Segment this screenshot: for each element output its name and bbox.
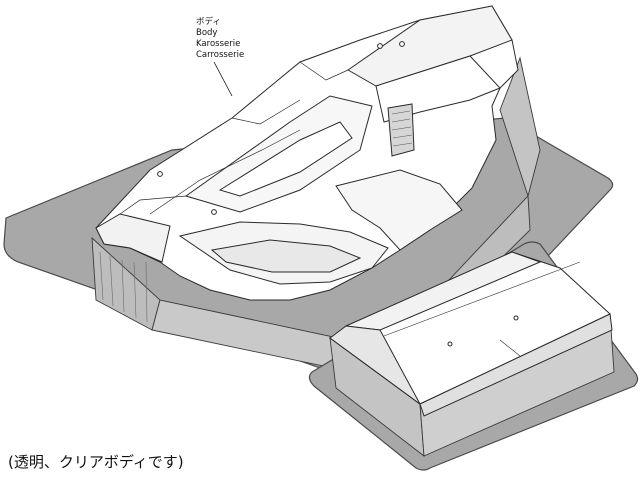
callout-label-jp: ボディ bbox=[196, 16, 221, 27]
callout-label-de: Karosserie bbox=[196, 39, 240, 49]
callout-label-fr: Carrosserie bbox=[196, 50, 244, 60]
car-body-shell bbox=[95, 5, 519, 301]
caption: (透明、クリアボディです) bbox=[8, 453, 184, 471]
rear-wing-part bbox=[329, 251, 613, 417]
part-callout: ボディ Body Karosserie Carrosserie bbox=[196, 16, 244, 97]
callout-label-en: Body bbox=[196, 28, 217, 38]
leader-line bbox=[213, 61, 233, 97]
